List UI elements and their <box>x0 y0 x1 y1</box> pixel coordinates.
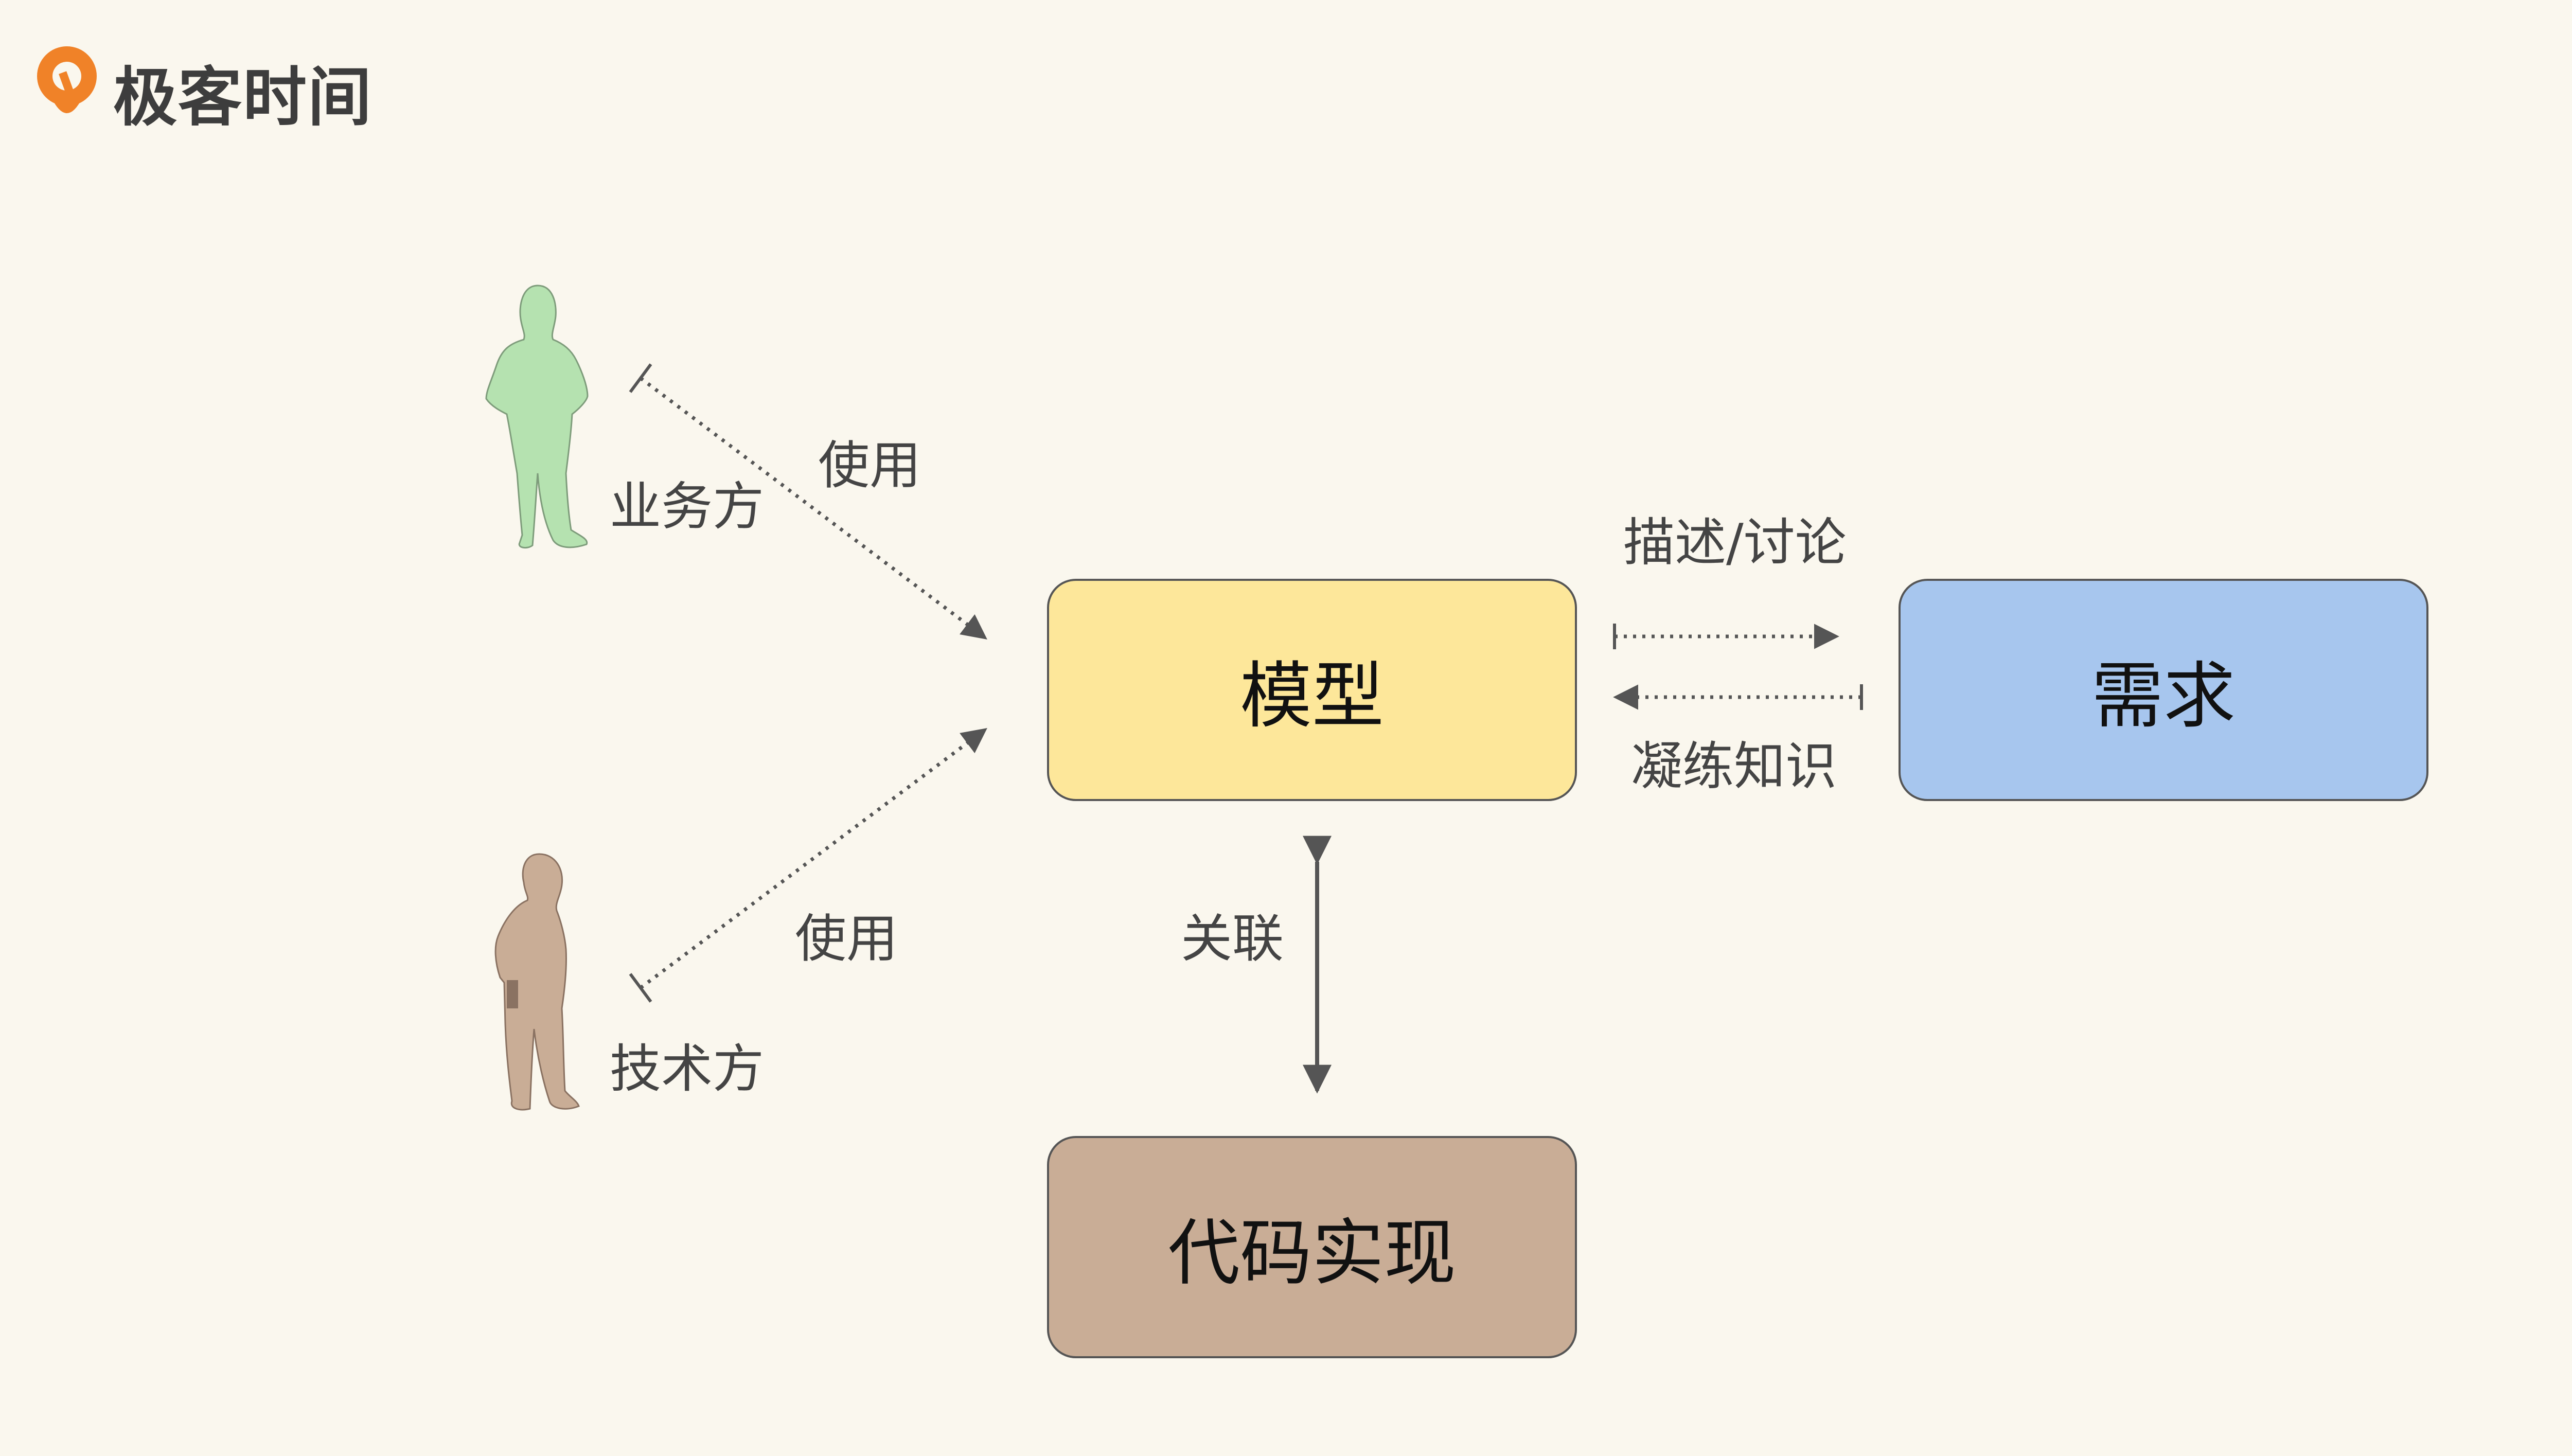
requirement-node-label: 需求 <box>2091 654 2236 738</box>
code-node: 代码实现 <box>1047 1136 1577 1358</box>
technical-person-icon <box>494 853 580 1111</box>
business-person-icon <box>485 285 589 549</box>
describe-label: 描述/讨论 <box>1623 512 1847 573</box>
associate-label: 关联 <box>1181 909 1284 969</box>
technical-use-label: 使用 <box>795 909 898 969</box>
logo-text: 极客时间 <box>113 61 373 135</box>
arrow-requirement-to-model <box>1613 684 1863 710</box>
distill-label: 凝练知识 <box>1631 736 1837 796</box>
arrow-technical-to-model <box>629 728 987 1003</box>
arrow-model-to-requirement <box>1613 624 1839 649</box>
model-node-label: 模型 <box>1239 654 1384 738</box>
model-node: 模型 <box>1047 579 1577 801</box>
brand-logo: 极客时间 <box>31 36 391 139</box>
business-use-label: 使用 <box>818 435 921 495</box>
arrow-business-to-model <box>629 363 987 640</box>
logo-icon <box>37 46 97 113</box>
business-actor-label: 业务方 <box>610 476 764 537</box>
code-node-label: 代码实现 <box>1167 1212 1456 1295</box>
technical-actor-label: 技术方 <box>610 1039 764 1099</box>
requirement-node: 需求 <box>1899 579 2428 801</box>
